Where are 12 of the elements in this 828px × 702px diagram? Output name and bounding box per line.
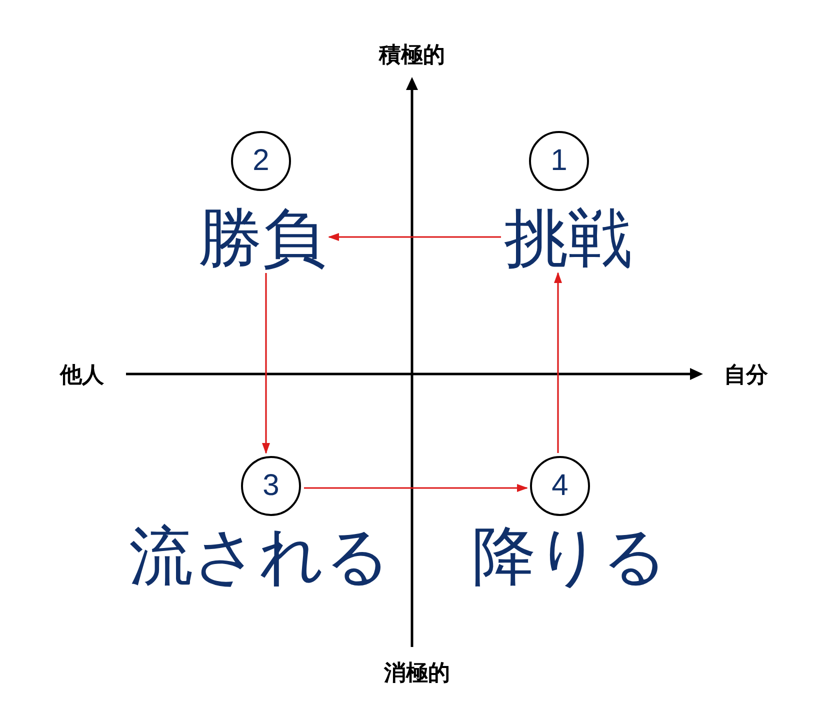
axis-label: 自分 — [724, 364, 768, 386]
quadrant-term: 挑戦 — [504, 206, 632, 270]
quadrant-term: 勝負 — [198, 206, 326, 270]
axis-label: 消極的 — [384, 662, 450, 684]
quadrant-term: 流される — [129, 524, 391, 588]
arrow — [554, 272, 562, 453]
quadrant-term: 降りる — [472, 524, 668, 588]
arrow — [328, 233, 501, 241]
arrow — [304, 484, 528, 492]
axis-label: 積極的 — [379, 44, 445, 66]
arrow — [262, 273, 270, 454]
axis-label: 他人 — [60, 364, 104, 386]
